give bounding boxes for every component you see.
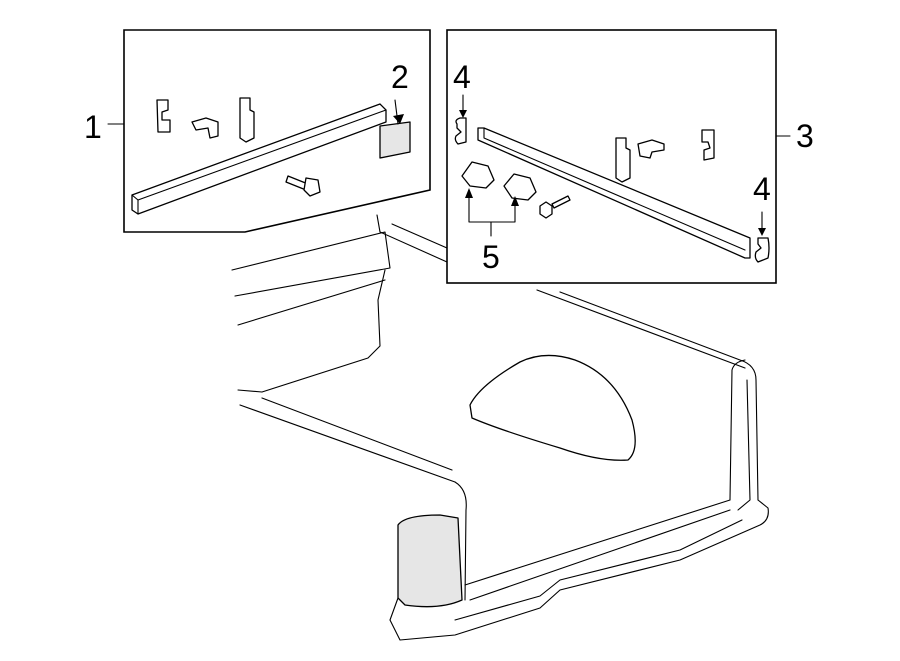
right-rail-kit-box: [446, 29, 777, 284]
callout-4-left: 4: [453, 59, 471, 95]
left-rail-kit-box: [123, 29, 431, 233]
callout-4-right: 4: [753, 171, 771, 207]
truck-bed-illustration: [231, 214, 769, 641]
callout-1: 1: [84, 109, 102, 145]
callout-3: 3: [796, 118, 814, 154]
callout-5: 5: [482, 239, 500, 275]
callout-2: 2: [391, 59, 409, 95]
